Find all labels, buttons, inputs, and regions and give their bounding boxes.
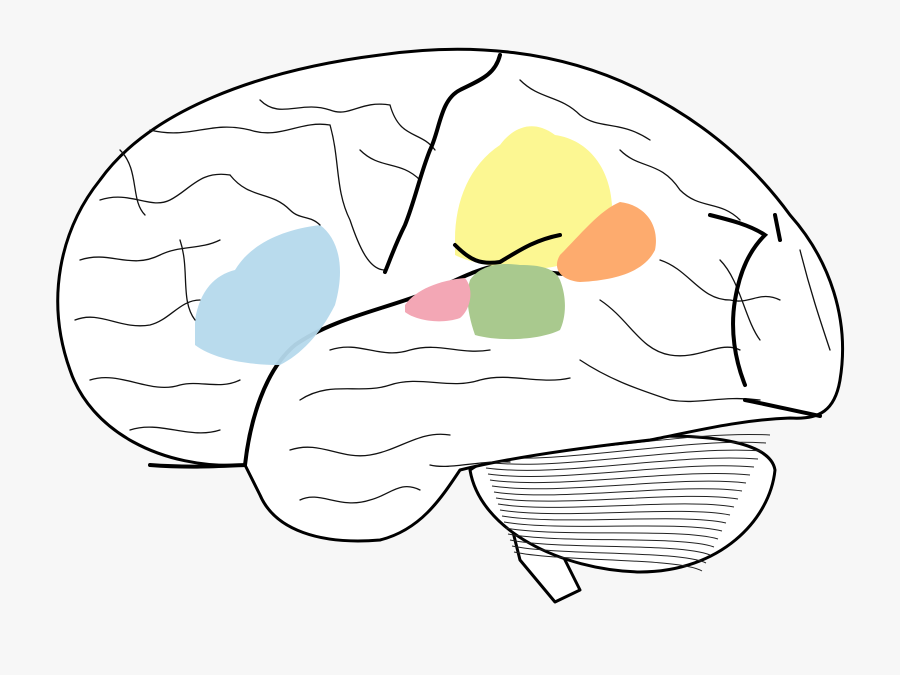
region-orange: [556, 202, 656, 282]
region-pink: [405, 278, 471, 322]
cerebellum-fold: [485, 457, 759, 471]
cerebellum-fold: [491, 480, 747, 490]
cerebellum-fold: [501, 515, 727, 524]
central-sulcus: [383, 53, 502, 274]
cerebellum-fold: [487, 465, 755, 477]
postcentral-sulcus: [453, 233, 562, 265]
region-yellow: [455, 126, 612, 269]
region-blue: [195, 225, 340, 365]
cerebellum-fold: [493, 488, 743, 496]
occipital-sulcus: [743, 213, 822, 418]
cerebellum-fold: [483, 449, 763, 465]
parieto-occipital-sulcus: [708, 213, 769, 387]
cerebellum-fold: [505, 527, 719, 540]
cerebellum-fold: [513, 551, 703, 572]
cerebellum-fold: [499, 509, 731, 516]
gyri-lines: [74, 79, 831, 504]
region-green: [467, 263, 565, 340]
cerebellum-fold: [507, 533, 715, 548]
cerebellum-fold: [511, 545, 707, 564]
cerebellum-fold: [495, 495, 739, 502]
temporal-base: [148, 463, 247, 469]
cerebellum-fold: [509, 539, 711, 556]
cerebellum-fold: [503, 521, 723, 532]
cerebellum-fold: [497, 503, 735, 508]
cerebellum-fold: [489, 472, 751, 484]
